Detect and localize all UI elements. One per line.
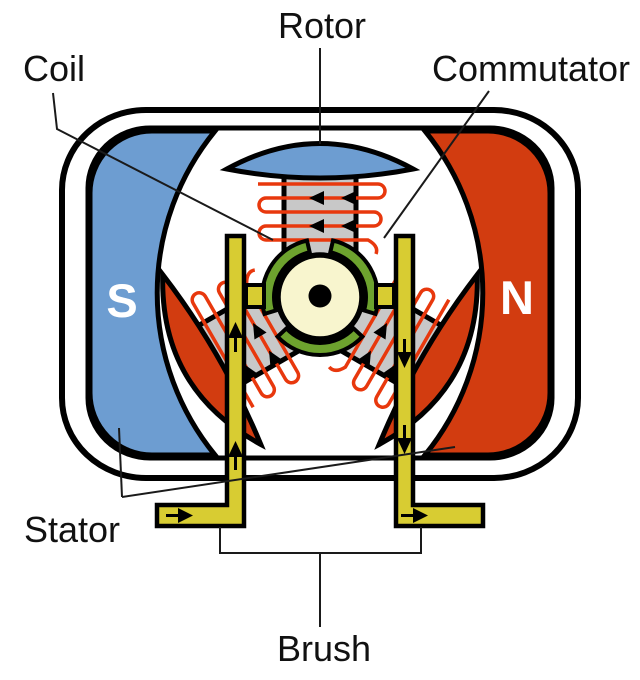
- label-commutator: Commutator: [432, 48, 630, 89]
- current-arrow: [244, 364, 259, 382]
- current-arrow-up: [228, 322, 243, 338]
- label-stator: Stator: [24, 509, 120, 550]
- current-arrow: [341, 219, 356, 233]
- text-labels: Rotor Coil Commutator Stator Brush: [23, 5, 630, 669]
- brush-contact-left: [244, 283, 266, 309]
- brush-left: [154, 233, 247, 529]
- current-arrow-in: [178, 508, 193, 523]
- leader-stator-left: [118, 427, 123, 498]
- field-magnets: S N: [87, 128, 553, 458]
- leader-stator-right: [121, 446, 456, 498]
- label-coil: Coil: [23, 48, 85, 89]
- current-arrow-down: [397, 438, 412, 454]
- pole-letter-s: S: [106, 274, 137, 327]
- magnet-north: [419, 128, 553, 458]
- brush-contact-right: [374, 283, 396, 309]
- label-brush: Brush: [277, 628, 371, 669]
- current-arrow-up: [228, 441, 243, 457]
- coil-winding: [190, 268, 301, 409]
- magnet-south: [87, 128, 221, 458]
- brushes: [154, 233, 486, 529]
- pole-letter-n: N: [500, 271, 534, 324]
- current-arrow: [253, 322, 267, 340]
- leader-lines: [52, 48, 490, 627]
- shaft-center-dot: [308, 284, 332, 308]
- commutator-segment-right: [327, 238, 380, 317]
- coil-winding: [257, 182, 387, 255]
- current-arrow: [381, 364, 396, 382]
- current-arrow: [309, 219, 324, 233]
- brush-current-arrows: [166, 322, 428, 523]
- rotor-pole-shoe-top: [219, 141, 421, 181]
- leader-commutator: [383, 90, 490, 239]
- commutator: [260, 238, 380, 357]
- coil-winding: [327, 273, 451, 409]
- current-arrow-out: [413, 508, 428, 523]
- current-arrow-down: [397, 352, 412, 368]
- current-arrow: [309, 191, 324, 205]
- coil-current-arrows: [309, 191, 356, 233]
- current-arrow: [269, 350, 283, 368]
- current-arrow: [341, 191, 356, 205]
- leader-coil: [52, 92, 274, 241]
- label-rotor: Rotor: [278, 5, 366, 46]
- commutator-segment-bottom: [274, 325, 366, 357]
- current-arrow: [373, 322, 387, 340]
- brush-right: [393, 233, 486, 529]
- current-arrow: [357, 350, 371, 368]
